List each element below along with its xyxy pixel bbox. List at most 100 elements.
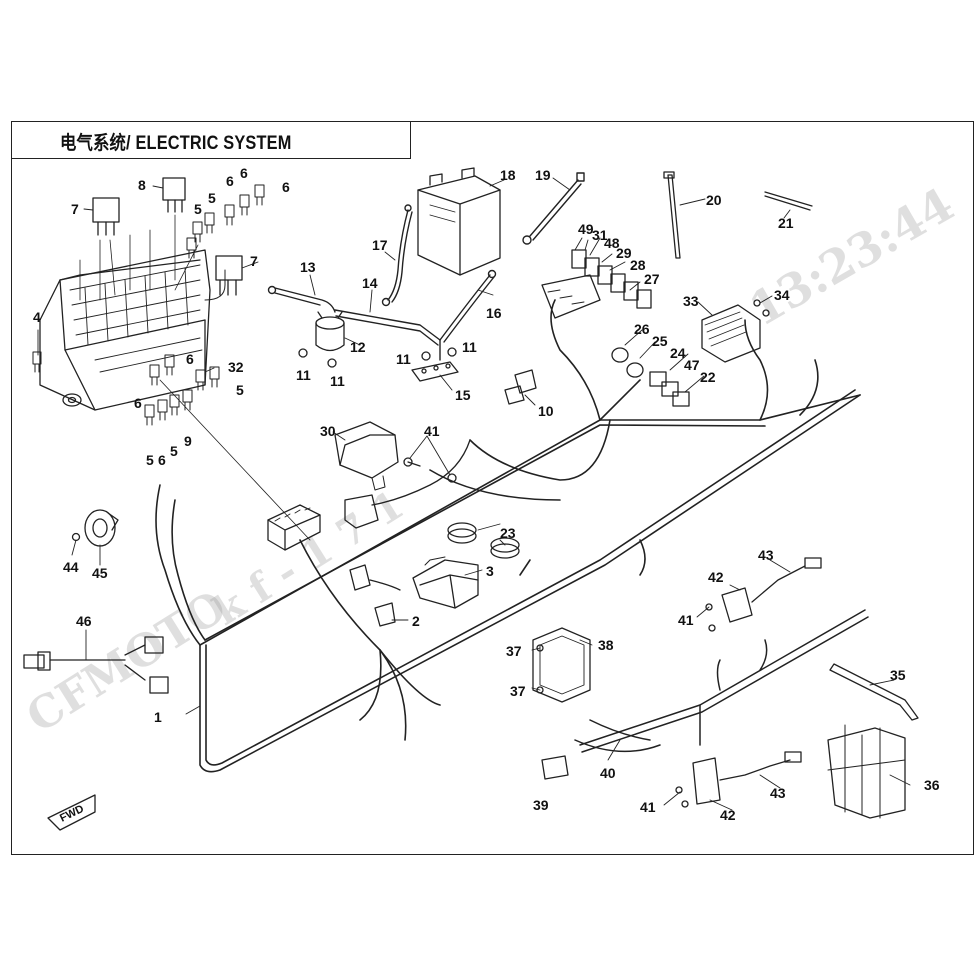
cable-tie bbox=[663, 171, 681, 259]
callout-6: 6 bbox=[158, 452, 166, 468]
ecu bbox=[532, 627, 591, 703]
callout-24: 24 bbox=[670, 345, 686, 361]
battery-cables bbox=[267, 172, 585, 361]
callout-7: 7 bbox=[250, 253, 258, 269]
callout-36: 36 bbox=[924, 777, 940, 793]
title-box bbox=[11, 121, 411, 159]
sub-harness bbox=[574, 609, 869, 753]
callout-44: 44 bbox=[63, 559, 79, 575]
callout-4: 4 bbox=[33, 309, 41, 325]
callout-35: 35 bbox=[890, 667, 906, 683]
callout-6: 6 bbox=[226, 173, 234, 189]
clip-strap bbox=[764, 191, 813, 211]
callout-13: 13 bbox=[300, 259, 316, 275]
ground-bar bbox=[411, 347, 459, 382]
relay-7-left bbox=[92, 197, 120, 236]
callout-43: 43 bbox=[770, 785, 786, 801]
callout-12: 12 bbox=[350, 339, 366, 355]
cdi-unit bbox=[334, 421, 399, 491]
callout-22: 22 bbox=[700, 369, 716, 385]
callout-43: 43 bbox=[758, 547, 774, 563]
callout-2: 2 bbox=[412, 613, 420, 629]
callout-29: 29 bbox=[616, 245, 632, 261]
map-sensor-upper bbox=[705, 557, 822, 632]
bracket-strap bbox=[829, 663, 919, 721]
harness-module bbox=[344, 439, 471, 529]
horn bbox=[71, 509, 119, 547]
hose-clamps bbox=[447, 522, 520, 559]
callout-8: 8 bbox=[138, 177, 146, 193]
callout-5: 5 bbox=[194, 201, 202, 217]
callout-23: 23 bbox=[500, 525, 516, 541]
mini-fuses-bottom bbox=[32, 351, 220, 426]
callout-41: 41 bbox=[424, 423, 440, 439]
callout-6: 6 bbox=[134, 395, 142, 411]
sensor-39 bbox=[541, 755, 569, 780]
callout-27: 27 bbox=[644, 271, 660, 287]
callout-31: 31 bbox=[592, 227, 608, 243]
diagram-frame bbox=[11, 121, 974, 855]
plug-connectors bbox=[349, 564, 401, 627]
callout-6: 6 bbox=[186, 351, 194, 367]
starter-relay bbox=[298, 311, 345, 368]
callout-6: 6 bbox=[282, 179, 290, 195]
callout-28: 28 bbox=[630, 257, 646, 273]
harness-fuse-block bbox=[267, 504, 321, 551]
callout-48: 48 bbox=[604, 235, 620, 251]
callout-6: 6 bbox=[240, 165, 248, 181]
sensor-pair bbox=[504, 369, 537, 405]
callout-41: 41 bbox=[678, 612, 694, 628]
callout-33: 33 bbox=[683, 293, 699, 309]
callout-11: 11 bbox=[296, 367, 311, 383]
callout-10: 10 bbox=[538, 403, 554, 419]
callout-40: 40 bbox=[600, 765, 616, 781]
battery bbox=[417, 167, 501, 276]
callout-labels: 1 2 3 4 5 5 5 5 5 6 6 6 6 6 6 7 7 8 9 10… bbox=[33, 165, 940, 823]
battery-holder bbox=[827, 724, 906, 819]
cdi-clip bbox=[403, 457, 457, 483]
callout-19: 19 bbox=[535, 167, 551, 183]
callout-32: 32 bbox=[228, 359, 244, 375]
callout-7: 7 bbox=[71, 201, 79, 217]
callout-9: 9 bbox=[184, 433, 192, 449]
callout-37: 37 bbox=[506, 643, 522, 659]
callout-39: 39 bbox=[533, 797, 549, 813]
callout-17: 17 bbox=[372, 237, 388, 253]
callout-41: 41 bbox=[640, 799, 656, 815]
callout-34: 34 bbox=[774, 287, 790, 303]
callout-11: 11 bbox=[396, 351, 411, 367]
relay-bank bbox=[541, 249, 652, 319]
callout-11: 11 bbox=[330, 373, 345, 389]
callout-1: 1 bbox=[154, 709, 162, 725]
fwd-arrow-badge: FWD bbox=[47, 794, 96, 831]
callout-3: 3 bbox=[486, 563, 494, 579]
callout-46: 46 bbox=[76, 613, 92, 629]
fuse-relay-box bbox=[39, 249, 226, 411]
callout-5: 5 bbox=[208, 190, 216, 206]
callout-38: 38 bbox=[598, 637, 614, 653]
callout-11: 11 bbox=[462, 339, 477, 355]
callout-30: 30 bbox=[320, 423, 336, 439]
page-title: 电气系统/ ELECTRIC SYSTEM bbox=[60, 133, 292, 154]
relay-leader-lines bbox=[79, 214, 311, 541]
callout-49: 49 bbox=[578, 221, 594, 237]
callout-5: 5 bbox=[236, 382, 244, 398]
relay-connectors bbox=[611, 347, 690, 407]
map-sensor-lower bbox=[675, 751, 802, 808]
callout-37: 37 bbox=[510, 683, 526, 699]
callout-15: 15 bbox=[455, 387, 471, 403]
callout-21: 21 bbox=[778, 215, 794, 231]
fuse-slots bbox=[69, 264, 201, 346]
callout-26: 26 bbox=[634, 321, 650, 337]
harness-lead bbox=[23, 636, 169, 694]
callout-20: 20 bbox=[706, 192, 722, 208]
callout-42: 42 bbox=[720, 807, 736, 823]
callout-14: 14 bbox=[362, 275, 378, 291]
callout-45: 45 bbox=[92, 565, 108, 581]
callout-18: 18 bbox=[500, 167, 516, 183]
callout-5: 5 bbox=[146, 452, 154, 468]
relay-7-right bbox=[215, 255, 243, 296]
relay-8 bbox=[162, 177, 186, 213]
callout-47: 47 bbox=[684, 357, 700, 373]
